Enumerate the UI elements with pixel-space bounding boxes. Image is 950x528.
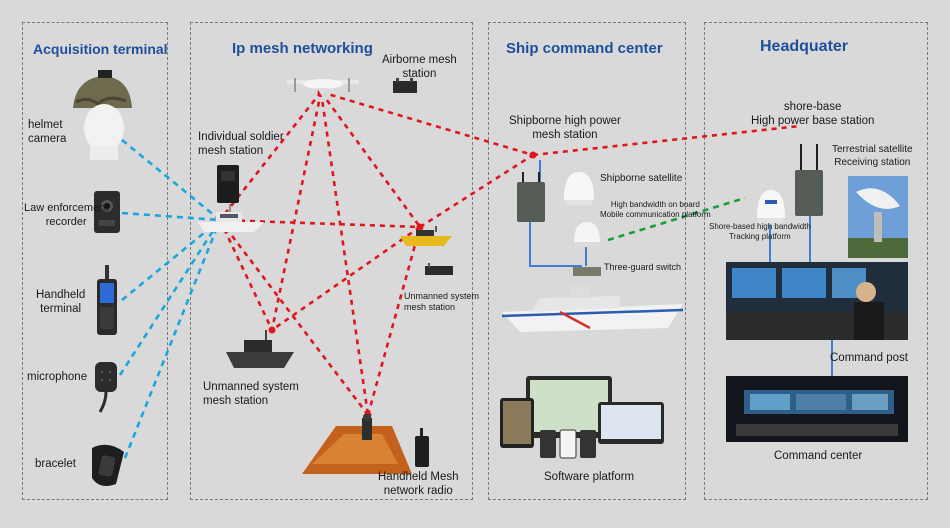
mesh-title: Ip mesh networking — [232, 40, 373, 57]
shipborne-station-image — [515, 172, 547, 222]
terrestrial-dish-image — [848, 176, 908, 258]
airborne-drone-image — [283, 68, 363, 100]
soldier-station-label: Individual soldier mesh station — [198, 131, 284, 158]
shore-base-label: shore-base High power base station — [751, 101, 875, 128]
helmet-camera-label: helmet camera — [28, 119, 67, 146]
helmet-camera-image — [68, 68, 136, 163]
terrestrial-label: Terrestrial satellite Receiving station — [832, 144, 913, 168]
unmanned-boat-small-image — [398, 226, 454, 248]
command-post-label: Command post — [830, 352, 908, 364]
bracelet-label: bracelet — [35, 458, 76, 470]
unmanned-station-small-label: Unmanned system mesh station — [404, 291, 480, 313]
law-recorder-label: Law enforcement recorder — [24, 202, 109, 228]
command-center-image — [726, 376, 908, 442]
bracelet-image — [86, 438, 128, 490]
handheld-radio-scene-image — [302, 413, 412, 474]
ship-panel — [488, 22, 686, 500]
patrol-boat-image — [196, 204, 266, 234]
unmanned-station-large-label: Unmanned system mesh station — [203, 381, 299, 408]
microphone-label: microphone — [27, 371, 88, 383]
law-recorder-image — [93, 190, 121, 234]
handheld-terminal-label: Handheld terminal — [36, 289, 86, 316]
handheld-radio-label: Handheld Mesh network radio — [378, 471, 459, 498]
ship-title: Ship command center — [506, 40, 663, 57]
three-guard-switch-label: Three-guard switch — [604, 262, 682, 272]
unmanned-station-small-image — [424, 262, 454, 275]
shipborne-satellite-image — [562, 170, 596, 206]
acquisition-title: Acquisition terminal — [33, 41, 168, 57]
shore-satellite-label: Shore-based high bandwidth Tracking plat… — [709, 222, 811, 241]
shore-satellite-image — [755, 188, 787, 224]
hq-panel — [704, 22, 928, 500]
shipborne-satellite-label: Shipborne satellite — [600, 173, 683, 184]
handheld-terminal-image — [96, 265, 118, 337]
command-post-image — [726, 262, 908, 340]
command-center-label: Command center — [774, 450, 863, 462]
hq-title: Headquater — [760, 38, 849, 55]
unmanned-boat-large-image — [224, 330, 296, 370]
shipborne-high-label: Shipborne high power mesh station — [509, 115, 621, 142]
shore-station-image — [793, 144, 825, 216]
airborne-station-label: Airborne mesh station — [382, 54, 457, 81]
bandwidth-platform-image — [572, 220, 602, 248]
command-ship-image — [500, 282, 685, 334]
soldier-station-image — [215, 163, 241, 205]
microphone-image — [92, 358, 120, 414]
handheld-radio-image — [414, 428, 430, 468]
bandwidth-platform-label: High bandwidth on board Mobile communica… — [600, 200, 711, 219]
airborne-station-image — [392, 78, 418, 94]
software-platform-image — [500, 376, 668, 460]
three-guard-switch-image — [572, 264, 602, 276]
software-platform-label: Software platform — [544, 471, 635, 483]
